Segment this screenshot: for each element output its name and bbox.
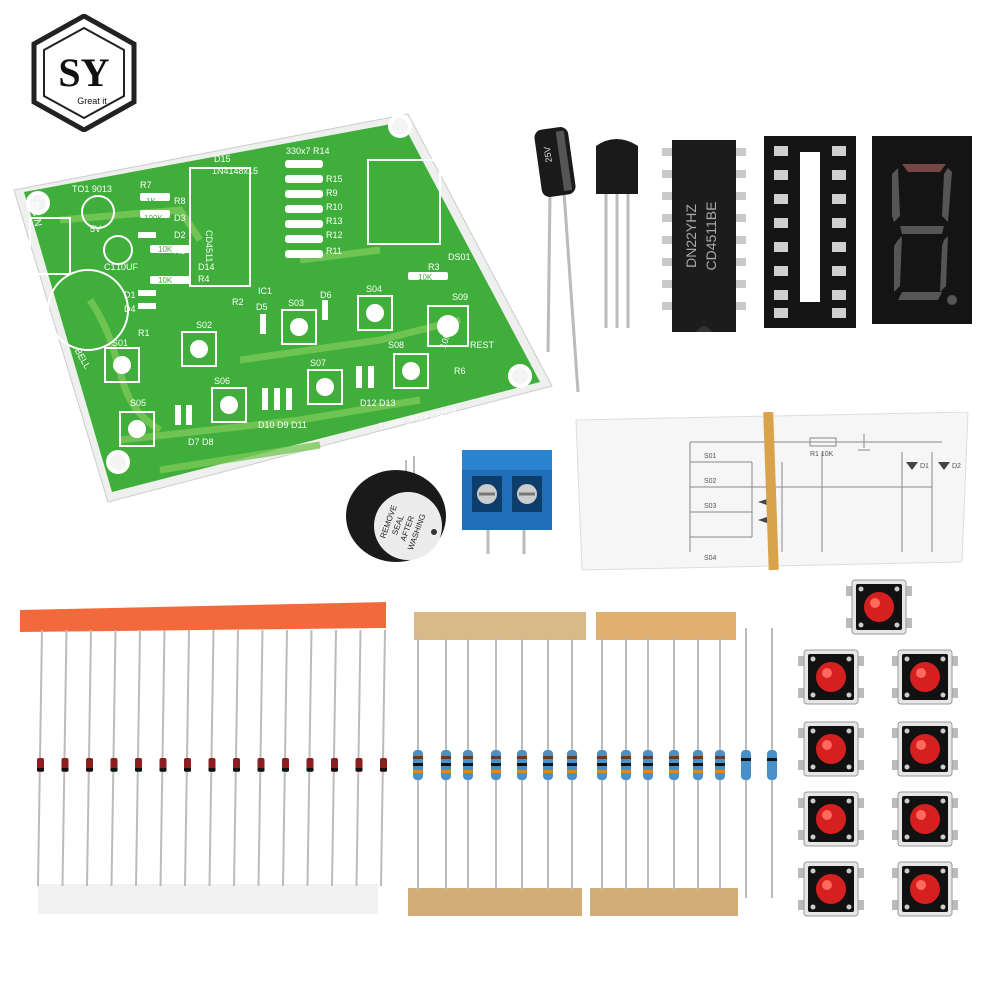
schematic-label-d2: D2 xyxy=(952,463,961,470)
pcb-value-10k-r3: 10K xyxy=(418,273,433,282)
brand-logo: SY Great it xyxy=(31,14,137,132)
pcb-label-dcin: DCIN xyxy=(28,201,43,227)
ic-socket xyxy=(764,136,856,328)
resistor xyxy=(741,750,751,780)
pcb-label-ds01: DS01 xyxy=(448,252,471,262)
tactile-switch xyxy=(892,721,958,777)
buzzer: REMOVE SEAL AFTER WASHING xyxy=(346,456,446,562)
pcb-label-5v: 5V xyxy=(90,224,101,234)
pcb-label-r12: R12 xyxy=(326,230,343,240)
display-footprint xyxy=(367,159,441,245)
schematic-label-s03: S03 xyxy=(704,503,717,510)
electrolytic-capacitor: 25V xyxy=(534,127,580,393)
tactile-switch xyxy=(846,579,912,635)
resistor-strip-b xyxy=(590,612,777,916)
tactile-switches xyxy=(798,579,958,917)
pcb-label-d12-d13: D12 D13 xyxy=(360,398,396,408)
pcb-label-r13: R13 xyxy=(326,216,343,226)
pcb-label-d15: D15 xyxy=(214,154,231,164)
pcb-label-rest: REST xyxy=(470,340,495,350)
pcb-label-10uf: 10UF xyxy=(116,262,139,272)
pcb-label-d4: D4 xyxy=(124,304,136,314)
pcb-label-r8: R8 xyxy=(174,196,186,206)
pcb-label-r10: R10 xyxy=(326,202,343,212)
pcb-label-r1: R1 xyxy=(138,328,150,338)
pcb-label-r4: R4 xyxy=(198,274,210,284)
pcb-label-r2: R2 xyxy=(232,297,244,307)
pcb-label-s05: S05 xyxy=(130,398,146,408)
rubber-band xyxy=(763,412,779,571)
pcb-label-r7: R7 xyxy=(140,180,152,190)
pcb-label-r15: R15 xyxy=(326,174,343,184)
pcb-label-d14: D14 xyxy=(198,262,215,272)
schematic-label-r1: R1 10K xyxy=(810,451,834,458)
pcb-label-r9: R9 xyxy=(326,188,338,198)
chip-line-1: DN22YHZ xyxy=(683,204,699,268)
pcb-label-d6: D6 xyxy=(320,290,332,300)
pcb-label-d3: D3 xyxy=(174,213,186,223)
tactile-switch xyxy=(798,791,864,847)
transistor xyxy=(596,139,638,328)
tactile-switch xyxy=(798,649,864,705)
pcb-label-s01: S01 xyxy=(112,338,128,348)
pcb-label-ic-part: CD4511 xyxy=(204,230,214,262)
diode-strip xyxy=(20,602,387,914)
logo-tagline: Great it xyxy=(77,96,107,106)
pcb-label-d10-d9-d11: D10 D9 D11 xyxy=(258,420,307,430)
seven-segment-display xyxy=(872,136,972,324)
pcb-label-r11: R11 xyxy=(326,246,342,256)
schematic-label-s02: S02 xyxy=(704,478,717,485)
ic-footprint xyxy=(189,167,251,287)
ic-chip: DN22YHZ CD4511BE xyxy=(662,140,746,332)
pcb-label-resistor-array: 330x7 R14 xyxy=(286,146,330,156)
tactile-switch xyxy=(798,861,864,917)
tactile-switch xyxy=(798,721,864,777)
pcb-label-1n4148: 1N4148x15 xyxy=(212,166,258,176)
pcb-label-r3: R3 xyxy=(428,262,440,272)
pcb-value-1k: 1K xyxy=(146,197,156,206)
pcb-label-r6: R6 xyxy=(454,366,466,376)
tactile-switch xyxy=(892,791,958,847)
pcb-value-10k-b: 10K xyxy=(158,276,173,285)
logo-mark: SY xyxy=(58,50,109,95)
schematic-label-s01: S01 xyxy=(704,453,717,460)
pcb-label-c1: C1 xyxy=(104,262,116,272)
schematic-label-s04: S04 xyxy=(704,555,717,562)
resistor-strip-a xyxy=(408,612,586,916)
pcb-board: TO1 9013 R7 1K R8 100K D3 D2 R5 10K D14 … xyxy=(13,113,553,503)
chip-line-2: CD4511BE xyxy=(703,201,719,270)
pcb-label-s04: S04 xyxy=(366,284,382,294)
pcb-label-r5: R5 xyxy=(174,246,186,256)
schematic-sheet: S01 S02 S03 S04 R1 10K D1 D2 xyxy=(575,412,969,571)
mounting-holes xyxy=(26,114,532,474)
capacitor-marking: 25V xyxy=(542,146,554,163)
pcb-value-10k-a: 10K xyxy=(158,245,173,254)
pcb-label-s03: S03 xyxy=(288,298,304,308)
resistor xyxy=(767,750,777,780)
pcb-label-ic1: IC1 xyxy=(258,286,272,296)
pcb-label-s02: S02 xyxy=(196,320,212,330)
pcb-label-s06: S06 xyxy=(214,376,230,386)
pcb-label-to1: TO1 9013 xyxy=(72,184,112,194)
pcb-label-d2: D2 xyxy=(174,230,186,240)
schematic-label-d1: D1 xyxy=(920,463,929,470)
pcb-label-s08: S08 xyxy=(388,340,404,350)
terminal-block xyxy=(462,450,552,554)
pcb-label-d5: D5 xyxy=(256,302,268,312)
pcb-label-s07: S07 xyxy=(310,358,326,368)
pcb-label-d7-d8: D7 D8 xyxy=(188,437,214,447)
pcb-value-100k: 100K xyxy=(144,214,163,223)
pcb-traces xyxy=(59,206,461,474)
tactile-switch xyxy=(892,861,958,917)
buzzer-footprint xyxy=(47,269,129,351)
pcb-label-s09: S09 xyxy=(452,292,468,302)
tactile-switch xyxy=(892,649,958,705)
pcb-label-d1: D1 xyxy=(124,290,136,300)
